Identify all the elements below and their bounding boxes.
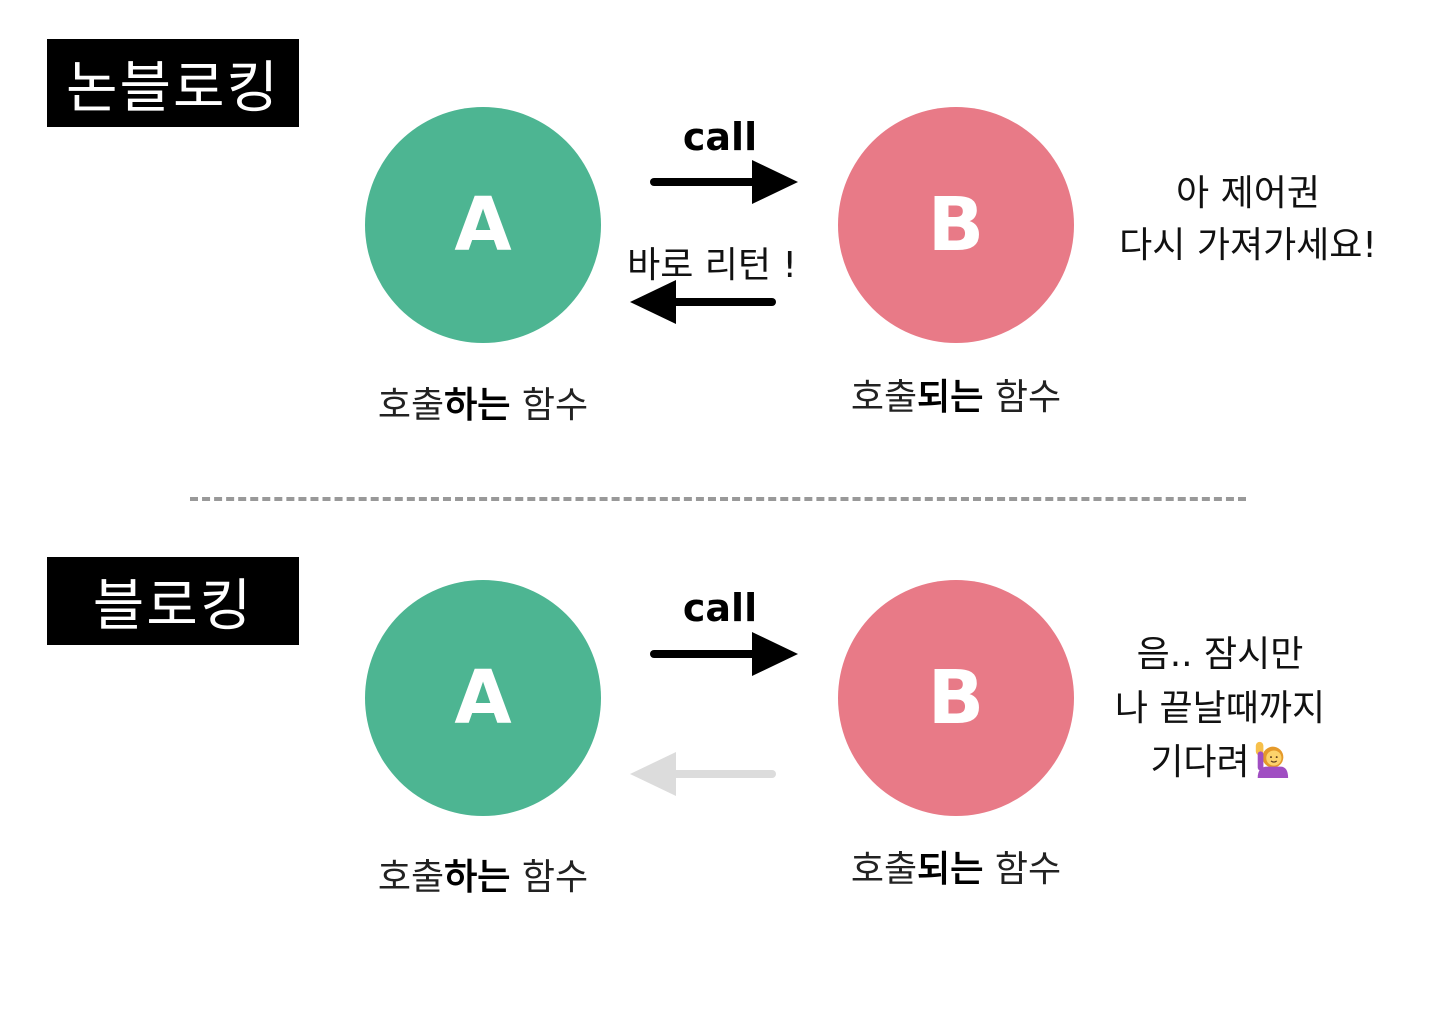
callee-caption-bold: 되는	[917, 377, 984, 418]
callee-letter: B	[927, 182, 985, 268]
caller-caption: 호출하는 함수	[333, 848, 633, 900]
caller-caption-bold: 하는	[444, 857, 511, 898]
callee-caption-prefix: 호출	[850, 377, 918, 418]
caller-caption-prefix: 호출	[377, 857, 445, 898]
call-label: call	[682, 586, 758, 630]
caller-letter: A	[454, 655, 512, 741]
callee-caption-suffix: 함수	[983, 849, 1062, 890]
call-arrow-icon	[650, 632, 798, 676]
person-raising-hand-icon	[1255, 741, 1288, 778]
callee-caption-prefix: 호출	[850, 849, 918, 890]
speech-line-with-emoji: 기다려	[1085, 736, 1355, 790]
callee-circle: B	[838, 580, 1074, 816]
caller-caption-bold: 하는	[444, 385, 511, 426]
callee-caption: 호출되는 함수	[806, 840, 1106, 892]
speech-line-text: 기다려	[1150, 742, 1250, 783]
callee-circle: B	[838, 107, 1074, 343]
nonblocking-title: 논블로킹	[47, 39, 299, 127]
callee-letter: B	[927, 655, 985, 741]
speech-line: 나 끝날때까지	[1114, 688, 1326, 729]
caller-letter: A	[454, 182, 512, 268]
blocking-title: 블로킹	[47, 557, 299, 645]
caller-caption-prefix: 호출	[377, 385, 445, 426]
callee-speech: 음.. 잠시만 나 끝날때까지 기다려	[1085, 628, 1355, 790]
callee-caption-suffix: 함수	[983, 377, 1062, 418]
caller-circle: A	[365, 580, 601, 816]
callee-speech: 아 제어권 다시 가져가세요!	[1098, 168, 1398, 272]
return-arrow-icon	[630, 280, 776, 324]
caller-caption: 호출하는 함수	[333, 376, 633, 428]
speech-line: 다시 가져가세요!	[1119, 225, 1377, 266]
call-label: call	[682, 115, 758, 159]
callee-caption: 호출되는 함수	[806, 368, 1106, 420]
speech-line: 아 제어권	[1176, 173, 1320, 214]
caller-caption-suffix: 함수	[510, 385, 589, 426]
return-arrow-disabled-icon	[630, 752, 776, 796]
caller-caption-suffix: 함수	[510, 857, 589, 898]
call-arrow-icon	[650, 160, 798, 204]
speech-line: 음.. 잠시만	[1136, 634, 1304, 675]
caller-circle: A	[365, 107, 601, 343]
return-label: 바로 리턴 !	[627, 245, 797, 286]
callee-caption-bold: 되는	[917, 849, 984, 890]
section-divider	[190, 497, 1246, 501]
